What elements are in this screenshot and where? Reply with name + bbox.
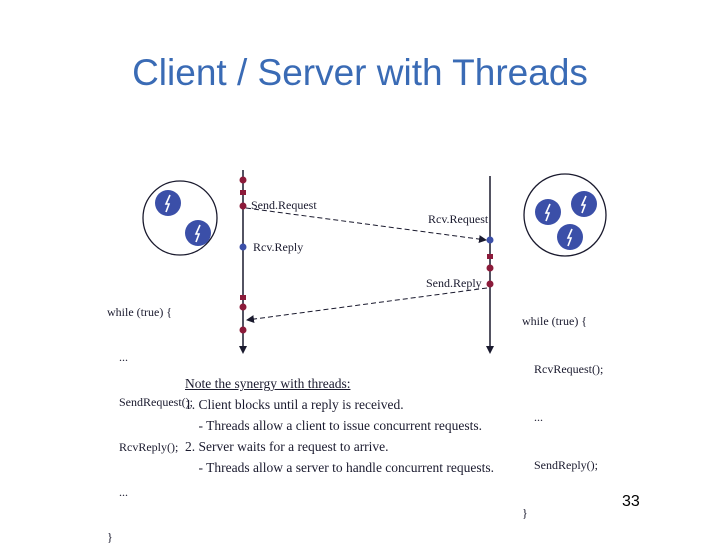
note-line: 1. Client blocks until a reply is receiv… <box>185 397 404 412</box>
slide-title: Client / Server with Threads <box>132 52 588 93</box>
code-line: while (true) { <box>522 314 588 328</box>
client-server-diagram: Send.Request Rcv.Reply Rcv.Request Send.… <box>142 170 607 354</box>
synergy-note: Note the synergy with threads: 1. Client… <box>185 373 494 478</box>
code-line: RcvRequest(); <box>522 362 604 376</box>
page-number: 33 <box>622 493 640 510</box>
send-reply-label: Send.Reply <box>426 276 482 290</box>
thread-icon <box>535 199 561 225</box>
thread-icon <box>571 191 597 217</box>
client-process <box>142 180 218 256</box>
thread-icon <box>155 190 181 216</box>
code-line: SendRequest(); <box>107 395 193 409</box>
server-timeline <box>486 176 494 354</box>
reply-message-arrow <box>246 287 488 324</box>
note-line: - Threads allow a server to handle concu… <box>185 460 495 475</box>
note-heading: Note the synergy with threads: <box>185 376 351 391</box>
send-request-label: Send.Request <box>251 198 317 212</box>
code-line: ... <box>107 485 128 499</box>
server-process <box>523 173 607 257</box>
note-line: 2. Server waits for a request to arrive. <box>185 439 389 454</box>
rcv-request-label: Rcv.Request <box>428 212 489 226</box>
client-code-block: while (true) { ... SendRequest(); RcvRep… <box>107 275 193 560</box>
note-line: - Threads allow a client to issue concur… <box>185 418 483 433</box>
server-code-block: while (true) { RcvRequest(); ... SendRep… <box>522 281 603 537</box>
client-timeline <box>239 170 247 354</box>
code-line: } <box>522 506 528 520</box>
code-line: ... <box>522 410 543 424</box>
code-line: while (true) { <box>107 305 173 319</box>
thread-icon <box>557 224 583 250</box>
code-line: ... <box>107 350 128 364</box>
request-message-arrow <box>245 207 487 244</box>
code-line: RcvReply(); <box>107 440 179 454</box>
thread-icon <box>185 220 211 246</box>
code-line: } <box>107 530 113 544</box>
rcv-reply-label: Rcv.Reply <box>253 240 303 254</box>
code-line: SendReply(); <box>522 458 598 472</box>
